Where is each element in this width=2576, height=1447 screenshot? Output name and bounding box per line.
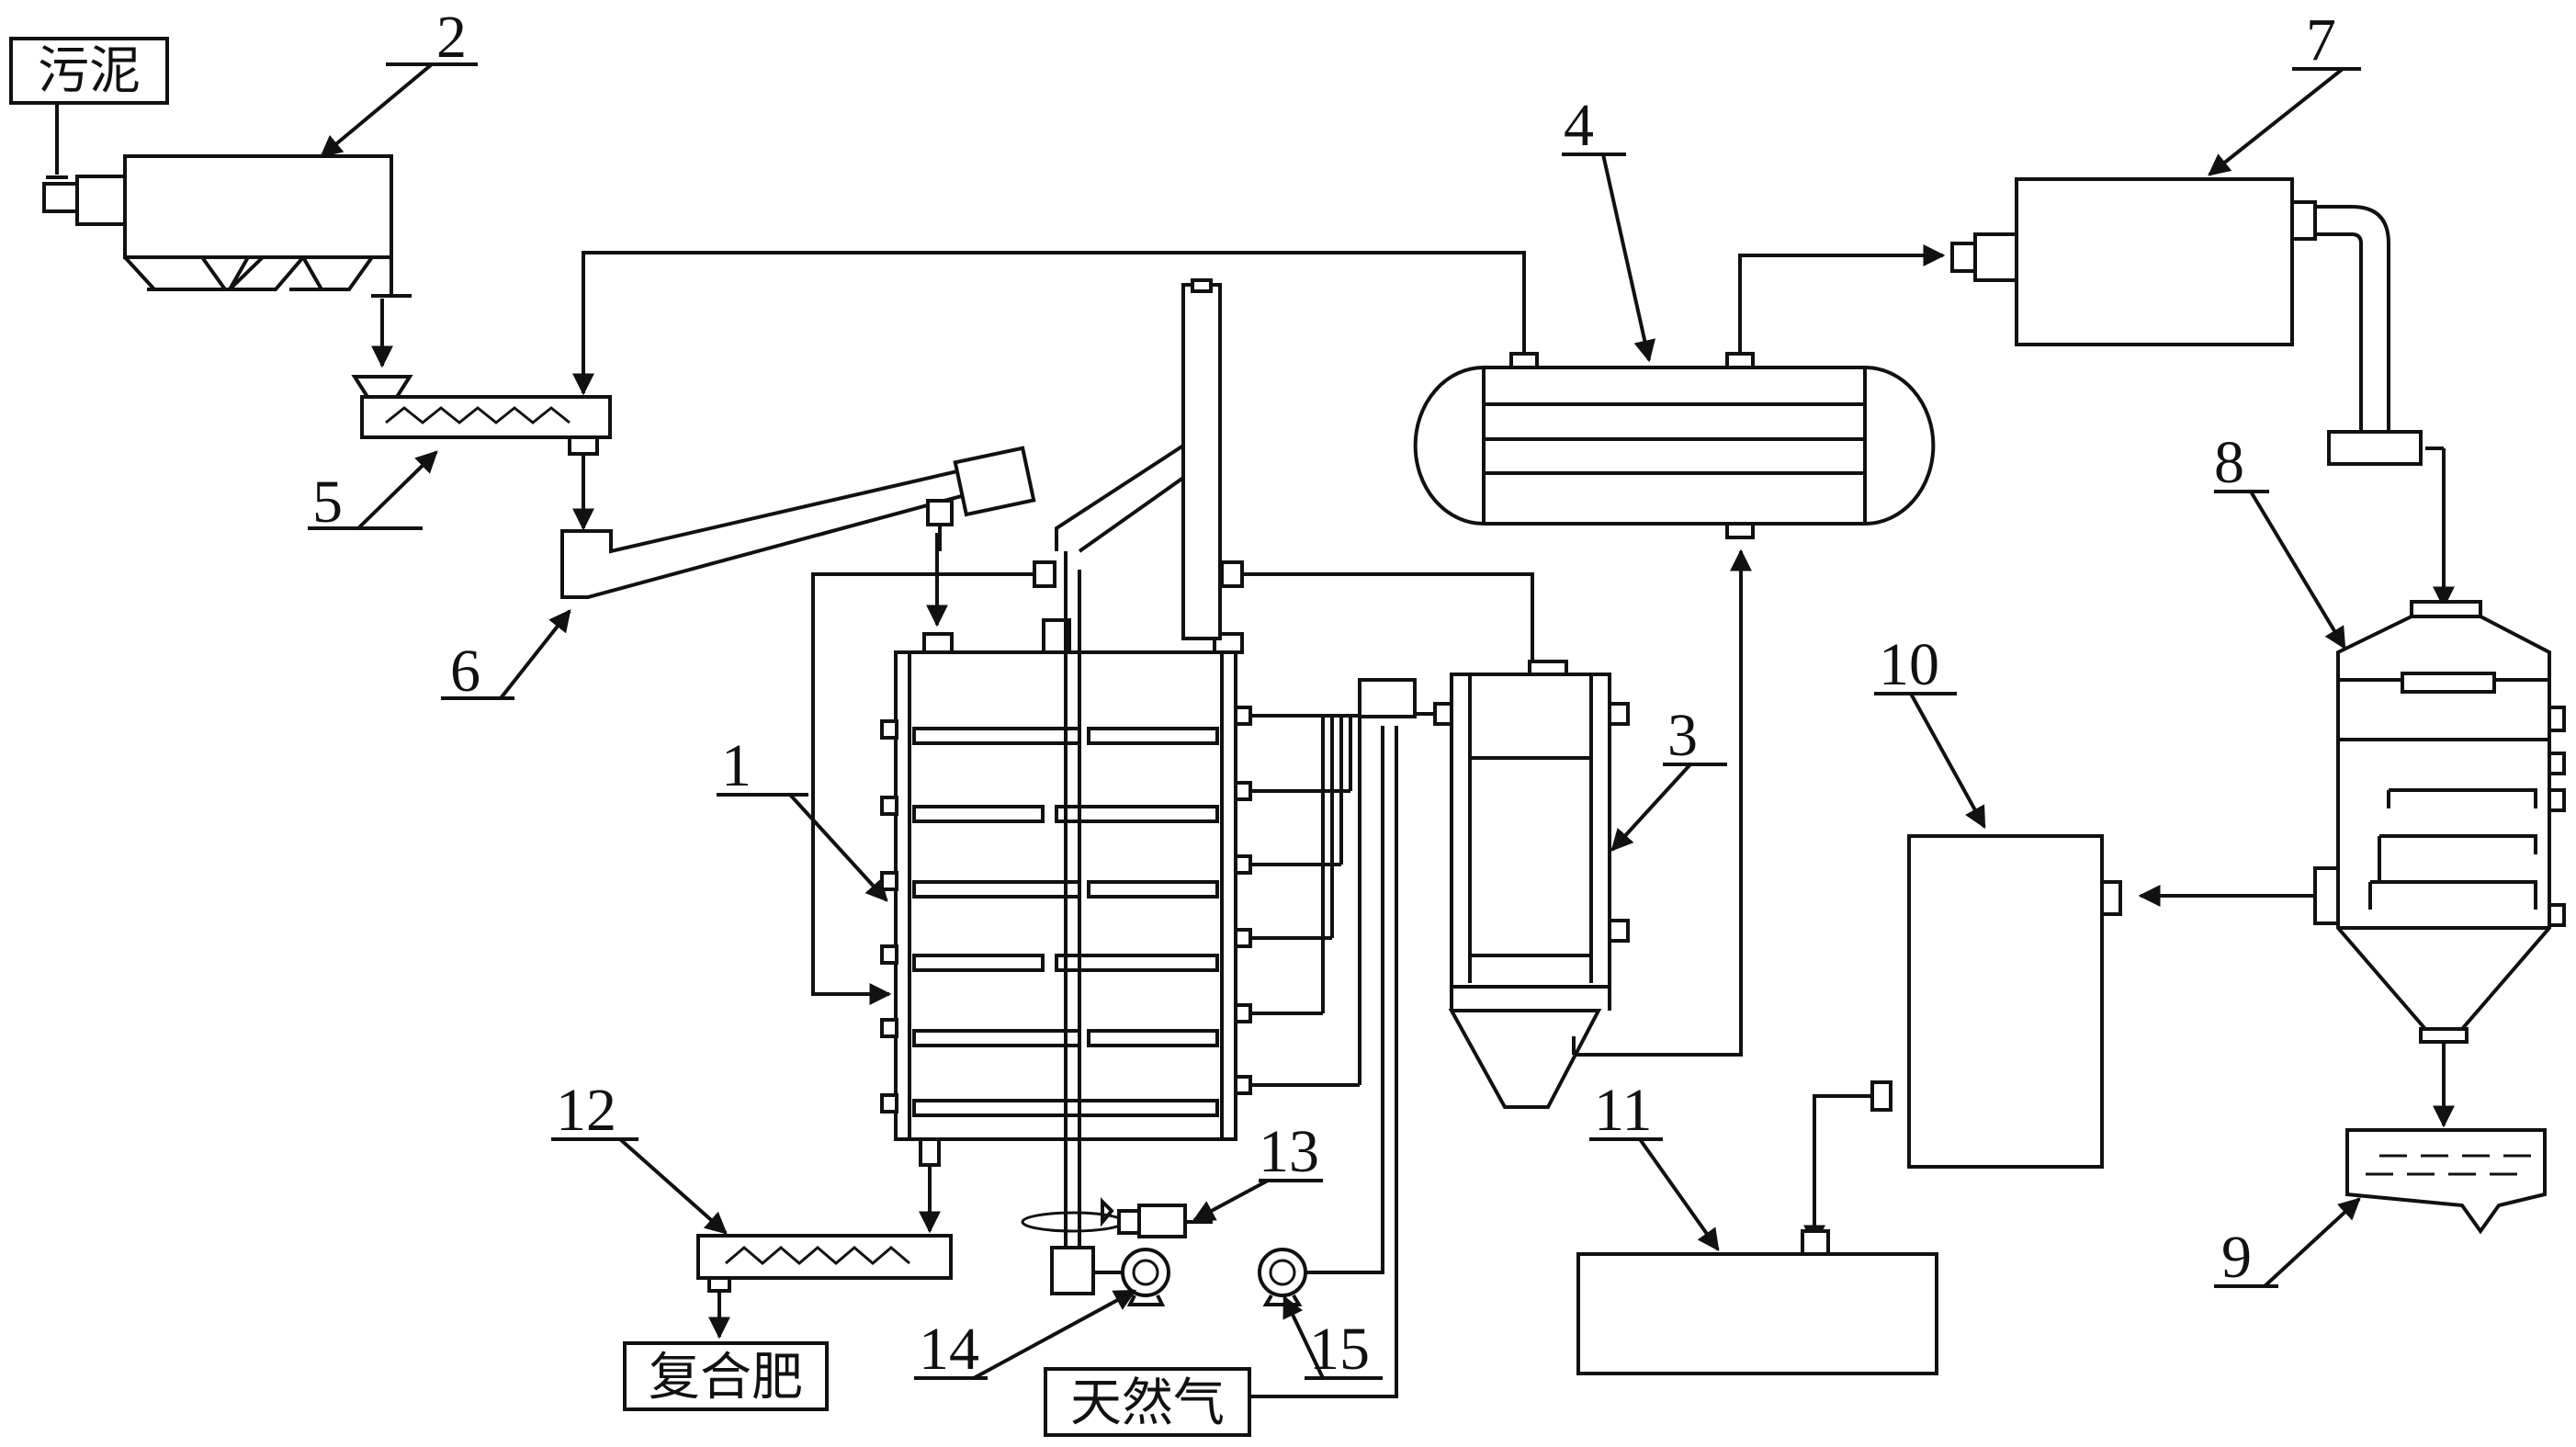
callout-12: 12 — [556, 1077, 616, 1144]
horizontal-condenser — [1413, 352, 1936, 539]
gas-treatment-unit-7 — [1950, 177, 2423, 466]
screw-conveyor-bottom — [696, 1234, 953, 1293]
inclined-screw-feeder — [560, 446, 1036, 599]
callout-14: 14 — [919, 1316, 979, 1383]
sludge-dryer — [42, 103, 412, 298]
storage-tank-11 — [1576, 1229, 1938, 1375]
scrubber-tower — [2313, 600, 2566, 1044]
callout-2: 2 — [436, 4, 467, 71]
natural-gas-label: 天然气 — [1070, 1374, 1225, 1433]
sludge-input-box: 污泥 — [9, 37, 169, 105]
callout-6: 6 — [450, 638, 480, 705]
settling-tank — [2345, 1128, 2547, 1235]
blower-14 — [1093, 1248, 1170, 1306]
callout-1: 1 — [721, 732, 751, 799]
sludge-label: 污泥 — [38, 41, 141, 101]
callout-3: 3 — [1667, 702, 1698, 769]
callout-15: 15 — [1309, 1316, 1370, 1383]
screw-conveyor-top — [351, 375, 612, 456]
callout-11: 11 — [1594, 1077, 1653, 1144]
blower-15 — [1258, 1248, 1339, 1306]
callout-9: 9 — [2221, 1224, 2252, 1291]
callout-10: 10 — [1879, 631, 1939, 698]
callout-5: 5 — [312, 469, 343, 536]
gas-manifold — [1249, 678, 1435, 1398]
callout-8: 8 — [2214, 429, 2244, 496]
callout-7: 7 — [2306, 6, 2336, 73]
natural-gas-box: 天然气 — [1044, 1367, 1251, 1437]
compound-fertilizer-box: 复合肥 — [623, 1341, 829, 1411]
storage-tank-10 — [1870, 834, 2122, 1169]
callout-labels: 2 5 6 1 4 7 3 8 10 9 11 12 — [308, 4, 2361, 1383]
compound-fertilizer-label: 复合肥 — [649, 1348, 803, 1407]
cyclone-separator — [1433, 660, 1630, 1109]
callout-13: 13 — [1259, 1118, 1319, 1185]
exhaust-riser — [1033, 278, 1244, 640]
multi-hearth-reactor — [880, 551, 1252, 1295]
valve-13 — [1101, 1197, 1213, 1238]
callout-4: 4 — [1564, 92, 1594, 159]
